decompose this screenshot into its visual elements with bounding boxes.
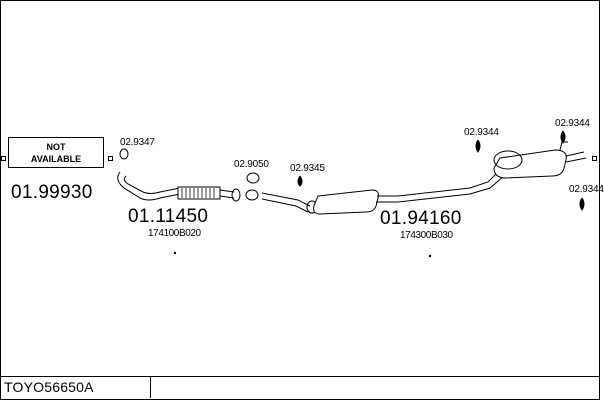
rear-silencer	[493, 149, 567, 179]
hanger-02-9345	[297, 175, 303, 187]
hanger-02-9344-c	[579, 197, 585, 211]
marker-square	[592, 156, 597, 161]
accessory-label: 02.9344	[569, 184, 604, 195]
oem-number-3: 174300B030	[400, 230, 453, 241]
flex-section	[177, 186, 221, 200]
part-number-3: 01.94160	[380, 208, 462, 229]
not-available-line1: NOT	[46, 142, 66, 152]
front-pipe	[117, 171, 181, 201]
marker-square	[108, 156, 113, 161]
oem-number-2: 174100B020	[148, 228, 201, 239]
not-available-box: NOT AVAILABLE	[8, 137, 104, 168]
marker-square	[1, 156, 6, 161]
hanger-02-9347	[119, 148, 129, 160]
part-number-1: 01.99930	[11, 182, 93, 203]
hanger-02-9344-b	[560, 130, 566, 144]
hanger-02-9344-a	[475, 139, 481, 153]
accessory-label: 02.9344	[464, 127, 499, 138]
centre-silencer	[313, 189, 379, 215]
accessory-label: 02.9345	[290, 163, 325, 174]
accessory-label: 02.9347	[120, 137, 155, 148]
part-number-2: 01.11450	[128, 206, 209, 227]
kit-code-box: TOYO56650A	[0, 376, 151, 398]
gasket-02-9050	[246, 172, 260, 184]
not-available-line2: AVAILABLE	[30, 154, 82, 164]
accessory-label: 02.9050	[234, 159, 269, 170]
centre-pipe	[261, 192, 311, 213]
accessory-label: 02.9344	[555, 118, 590, 129]
flange	[231, 188, 241, 202]
gasket	[245, 189, 259, 201]
kit-code: TOYO56650A	[4, 379, 94, 395]
footer-divider	[0, 376, 600, 377]
